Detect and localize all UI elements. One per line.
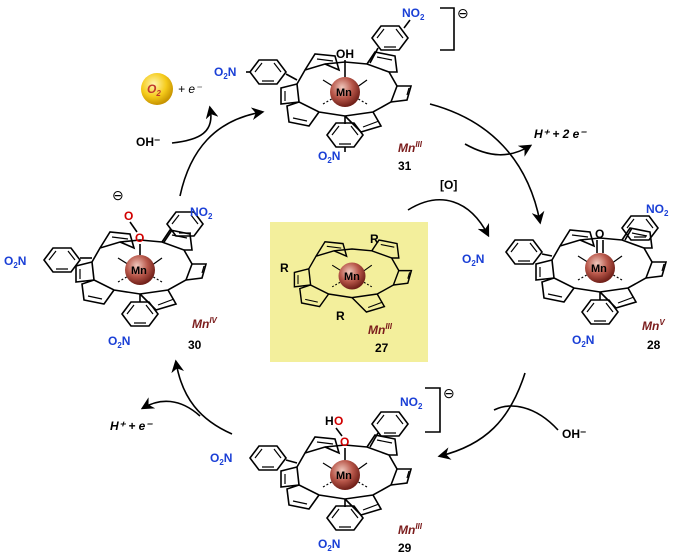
c31-compound-number: 31 xyxy=(398,159,412,173)
c30-oxidation-state: MnIV xyxy=(192,316,218,331)
center-box xyxy=(270,222,428,362)
c30-ligand-o2: O xyxy=(135,231,144,245)
o2-plus-electron: + e⁻ xyxy=(178,82,203,96)
arrow-h-2e-release xyxy=(464,143,533,157)
c31-no2-top: NO2 xyxy=(402,6,425,22)
c29-ligand-o2: O xyxy=(340,435,349,449)
arrow-27-to-28 xyxy=(407,199,490,238)
arrow-o2-release xyxy=(171,105,219,144)
c28-metal: Mn xyxy=(591,263,607,275)
arrow-30-to-31 xyxy=(179,107,265,197)
c31-ligand: OH xyxy=(336,47,354,61)
center-r-left: R xyxy=(280,261,289,275)
c29-compound-number: 29 xyxy=(398,541,412,555)
c29-oxidation-state: MnIII xyxy=(398,522,423,537)
c31-no2-left: O2N xyxy=(214,65,236,81)
center-metal: Mn xyxy=(344,271,360,283)
c30-compound-number: 30 xyxy=(188,338,202,352)
c28-oxidation-state: MnV xyxy=(642,318,665,333)
c29-no2-left: O2N xyxy=(210,451,232,467)
porphyrin-31 xyxy=(280,51,412,133)
arrow-h-e-release xyxy=(140,397,201,417)
c29-ligand-o1: O xyxy=(334,414,343,428)
arrow-29-to-30 xyxy=(171,359,233,435)
c29-metal: Mn xyxy=(336,470,352,482)
arrow-oh-addition xyxy=(493,405,559,431)
reagent-oxidant: [O] xyxy=(440,178,457,192)
c30-charge: ⊖ xyxy=(112,187,124,203)
c28-ligand: O xyxy=(595,227,604,241)
porphyrin-27 xyxy=(293,239,413,313)
c28-no2-bottom: O2N xyxy=(572,333,594,349)
c31-metal: Mn xyxy=(336,87,352,99)
c30-no2-bottom: O2N xyxy=(108,334,130,350)
c31-oxidation-state: MnIII xyxy=(398,140,423,155)
porphyrin-30 xyxy=(75,229,207,311)
c28-no2-top: NO2 xyxy=(646,202,669,218)
o2-label: O2 xyxy=(147,82,161,98)
center-r-top: R xyxy=(370,232,379,246)
porphyrin-29 xyxy=(280,434,412,516)
c29-charge: ⊖ xyxy=(443,385,455,401)
c30-no2-left: O2N xyxy=(4,254,26,270)
arrow-28-to-29 xyxy=(437,372,526,460)
c29-no2-bottom: O2N xyxy=(318,537,340,553)
porphyrin-28 xyxy=(535,227,667,309)
o2-molecule xyxy=(141,73,173,105)
c28-no2-left: O2N xyxy=(462,252,484,268)
reagent-h-e: H⁺ + e⁻ xyxy=(110,419,153,433)
center-compound-number: 27 xyxy=(375,341,389,355)
c29-ligand-h: H xyxy=(325,414,334,428)
reagent-oh-right: OH⁻ xyxy=(562,427,586,441)
c31-no2-bottom: O2N xyxy=(318,149,340,165)
arrow-31-to-28 xyxy=(429,103,545,225)
c28-compound-number: 28 xyxy=(647,338,661,352)
c29-no2-top: NO2 xyxy=(400,395,423,411)
center-oxidation-state: MnIII xyxy=(368,322,393,337)
c31-charge: ⊖ xyxy=(457,5,469,21)
center-r-bottom: R xyxy=(336,309,345,323)
c30-no2-top: NO2 xyxy=(190,205,213,221)
c30-ligand-o1: O xyxy=(124,209,133,223)
reagent-oh-top: OH⁻ xyxy=(136,135,160,149)
reagent-h-2e: H⁺ + 2 e⁻ xyxy=(534,127,587,141)
c30-metal: Mn xyxy=(131,265,147,277)
